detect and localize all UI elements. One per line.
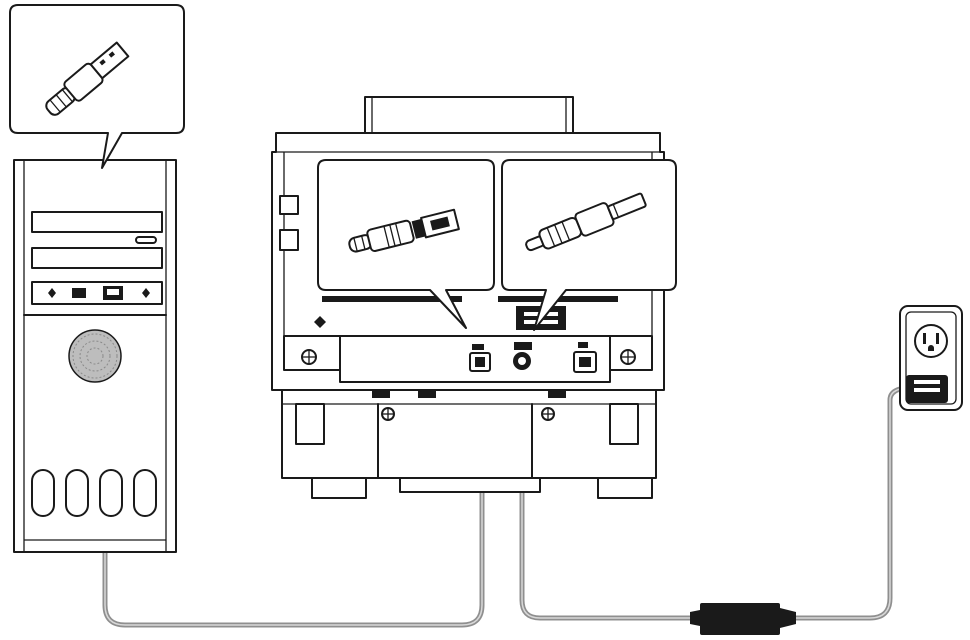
dc-plug-icon <box>525 192 647 252</box>
usb-b-plug-icon <box>348 208 460 253</box>
power-adapter-icon <box>690 603 796 635</box>
usb-a-plug-icon <box>45 41 130 116</box>
usb-a-callout <box>9 4 185 169</box>
usb-cable <box>102 289 485 628</box>
scanner-rear-icon <box>271 96 665 499</box>
wall-outlet-icon <box>899 305 963 411</box>
usb-b-callout <box>317 159 495 329</box>
dc-callout <box>501 159 677 331</box>
power-cable <box>519 372 908 621</box>
computer-tower-icon <box>13 159 177 553</box>
